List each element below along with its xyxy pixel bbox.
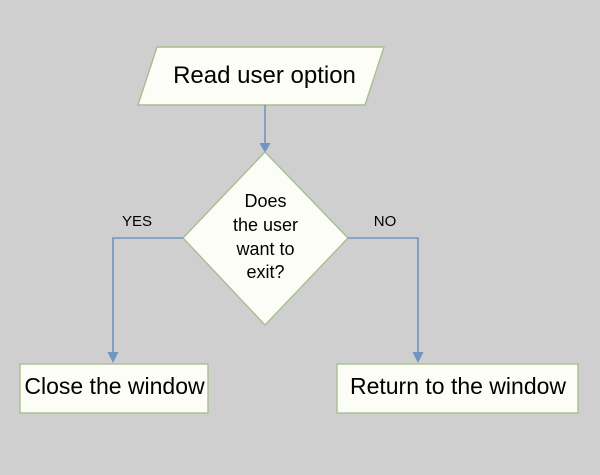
node-shape-return-to-the-window[interactable] [336, 363, 579, 414]
connector-line-decision-yes [112, 237, 183, 353]
connector-arrowhead-read-to-decision [259, 143, 271, 153]
connector-arrowhead-decision-no [412, 352, 424, 363]
node-shape-does-user-want-exit[interactable] [182, 150, 349, 327]
connector-line-decision-no [348, 237, 419, 353]
node-shape-read-user-option[interactable] [137, 46, 385, 106]
node-shape-close-the-window[interactable] [19, 363, 209, 414]
connector-arrowhead-decision-yes [107, 352, 119, 363]
